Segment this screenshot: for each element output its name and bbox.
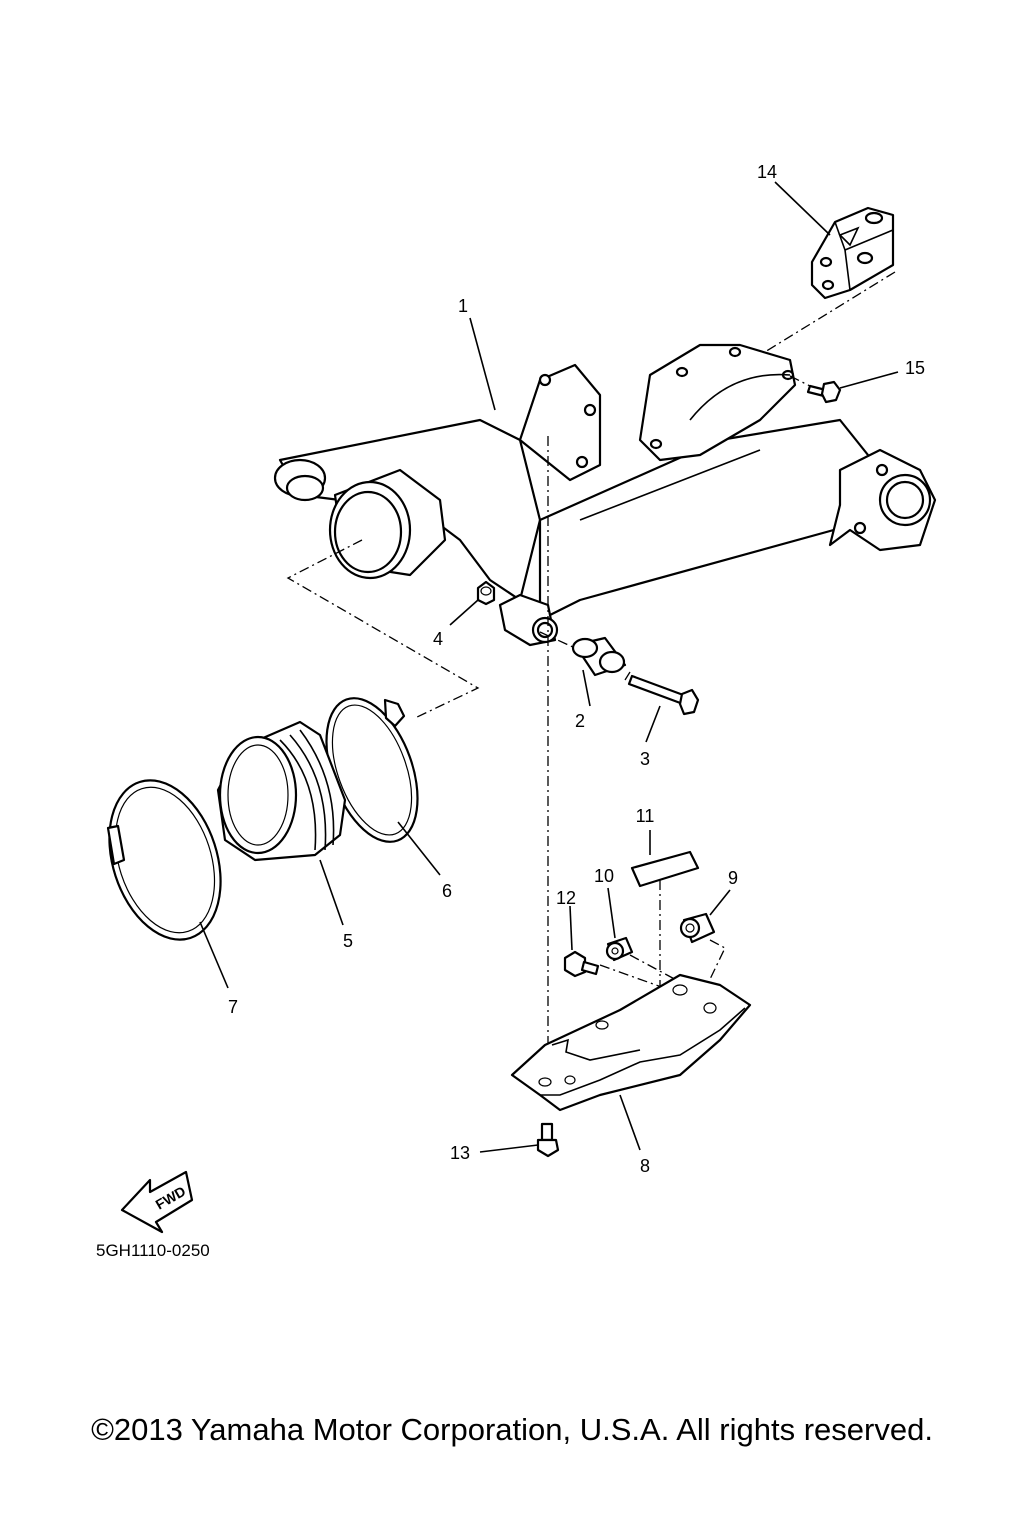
callout-12: 12 bbox=[556, 888, 576, 908]
leader-12 bbox=[599, 964, 671, 991]
callout-6: 6 bbox=[442, 881, 452, 901]
copyright-notice: ©2013 Yamaha Motor Corporation, U.S.A. A… bbox=[91, 1412, 933, 1447]
part-1-swing-arm bbox=[273, 343, 937, 647]
callout-leaders bbox=[199, 181, 899, 1153]
part-3-bolt bbox=[627, 674, 700, 716]
part-14-bracket bbox=[810, 206, 895, 300]
part-12-bolt bbox=[563, 950, 600, 978]
part-5-boot bbox=[216, 720, 347, 862]
callout-13: 13 bbox=[450, 1143, 470, 1163]
callout-1: 1 bbox=[458, 296, 468, 316]
callout-3: 3 bbox=[640, 749, 650, 769]
part-8-guard-plate bbox=[510, 973, 752, 1112]
part-11-pad bbox=[630, 850, 700, 888]
callout-9: 9 bbox=[728, 868, 738, 888]
callout-15: 15 bbox=[905, 358, 925, 378]
leader-10 bbox=[629, 954, 681, 983]
leader-15 bbox=[789, 375, 811, 387]
part-13-bolt bbox=[536, 1122, 560, 1158]
part-10-damper bbox=[605, 936, 634, 962]
callout-5: 5 bbox=[343, 931, 353, 951]
callout-numbers: 1 2 3 4 5 6 7 8 9 10 11 12 13 14 15 bbox=[228, 162, 925, 1176]
leader-14-to-swingarm bbox=[759, 271, 896, 356]
callout-4: 4 bbox=[433, 629, 443, 649]
swing-arm-boot-ring bbox=[328, 468, 447, 580]
fwd-arrow-icon: FWD bbox=[120, 1170, 194, 1234]
part-15-bolt bbox=[806, 380, 842, 404]
part-4-nut bbox=[476, 580, 496, 606]
callout-14: 14 bbox=[757, 162, 777, 182]
leader-3 bbox=[624, 671, 631, 681]
callout-11: 11 bbox=[636, 806, 655, 826]
part-7-large-clamp bbox=[106, 779, 222, 941]
callout-2: 2 bbox=[575, 711, 585, 731]
part-9-damper bbox=[679, 912, 716, 944]
leader-2 bbox=[539, 631, 576, 649]
part-2-collar bbox=[571, 636, 627, 677]
callout-8: 8 bbox=[640, 1156, 650, 1176]
callout-7: 7 bbox=[228, 997, 238, 1017]
diagram-code: 5GH1110-0250 bbox=[96, 1241, 210, 1260]
leader-ring-to-6 bbox=[286, 539, 480, 719]
callout-10: 10 bbox=[594, 866, 614, 886]
